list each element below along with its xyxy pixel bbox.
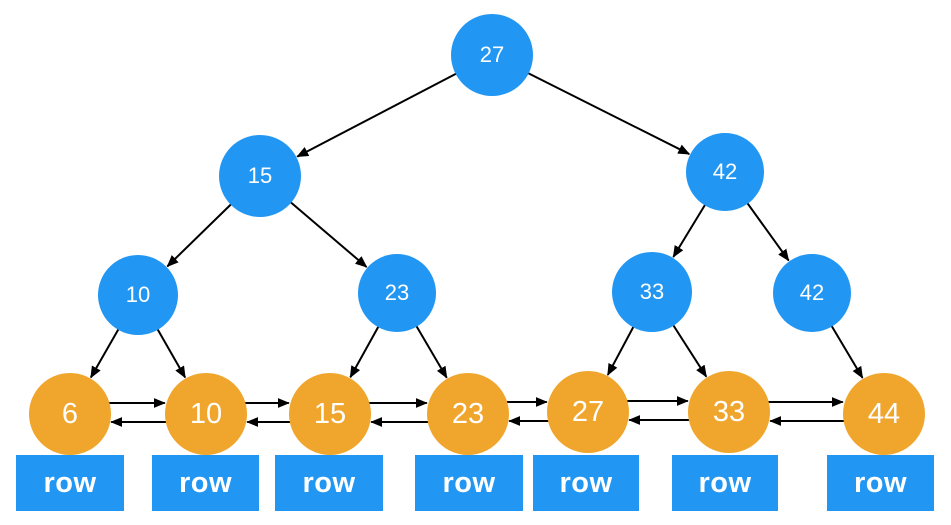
leaf-node-44: 44 (843, 373, 925, 455)
internal-node-label: 27 (479, 42, 505, 67)
row-box-label: row (178, 466, 233, 499)
row-box-label: row (698, 466, 752, 499)
internal-node-label: 42 (712, 159, 738, 184)
leaf-node-label: 6 (61, 397, 79, 430)
internal-node-15: 15 (219, 135, 301, 217)
tree-edge (672, 203, 707, 258)
internal-node-label: 42 (799, 280, 825, 305)
internal-node-label: 10 (125, 282, 151, 307)
leaf-node-label: 33 (712, 395, 746, 428)
tree-edge (166, 202, 233, 268)
row-box-label: row (853, 466, 908, 499)
tree-edge (830, 324, 864, 379)
row-box: row (827, 455, 934, 511)
internal-node-label: 23 (384, 280, 410, 305)
tree-edge (414, 324, 448, 379)
row-box: row (533, 455, 639, 511)
leaf-node-15: 15 (289, 373, 371, 455)
row-box-label: row (559, 466, 613, 499)
internal-node-42: 42 (773, 254, 851, 332)
leaf-node-label: 23 (451, 397, 485, 430)
leaf-node-label: 15 (313, 397, 347, 430)
internal-node-10: 10 (98, 255, 178, 335)
row-box-label: row (442, 466, 496, 499)
leaf-node-label: 27 (571, 395, 605, 428)
row-box-label: row (302, 466, 356, 499)
row-box: row (415, 455, 523, 511)
internal-node-23: 23 (358, 254, 436, 332)
internal-node-label: 15 (247, 163, 273, 188)
tree-edge (289, 200, 368, 268)
leaf-node-label: 10 (189, 397, 223, 430)
edge-group (89, 71, 864, 427)
row-box: row (152, 455, 259, 511)
leaf-node-23: 23 (427, 373, 509, 455)
internal-node-42: 42 (686, 133, 764, 211)
leaf-node-label: 44 (867, 397, 901, 430)
internal-node-33: 33 (612, 252, 692, 332)
leaf-node-27: 27 (547, 371, 629, 453)
leaf-node-6: 6 (29, 373, 111, 455)
tree-edge (349, 324, 380, 379)
row-box: row (275, 455, 383, 511)
internal-node-label: 33 (639, 279, 665, 304)
tree-edge (89, 327, 121, 379)
tree-edge (606, 325, 636, 376)
row-box: row (672, 455, 778, 511)
tree-edge (671, 323, 708, 378)
tree-edge (745, 201, 790, 262)
tree-edge (526, 71, 691, 155)
row-box-label: row (43, 466, 97, 499)
leaf-node-10: 10 (165, 373, 247, 455)
tree-edge (296, 72, 458, 158)
row-box: row (16, 455, 124, 511)
internal-node-27: 27 (451, 14, 533, 96)
tree-edge (155, 327, 187, 379)
leaf-node-33: 33 (688, 371, 770, 453)
